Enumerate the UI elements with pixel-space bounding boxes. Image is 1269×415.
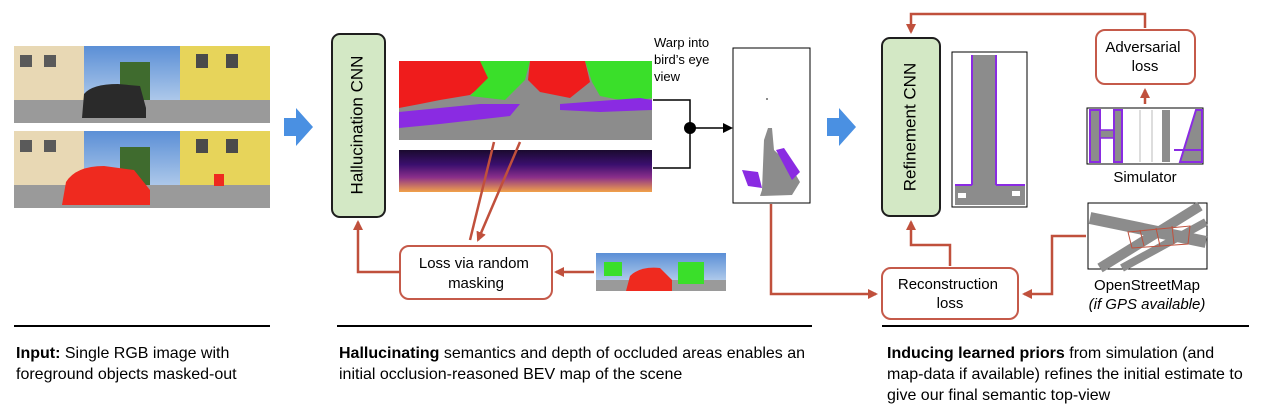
arrow-bev-to-loss — [468, 141, 496, 241]
arrow-osm-to-reconstruction — [1022, 234, 1086, 299]
openstreetmap-label: OpenStreetMap — [1094, 277, 1200, 294]
caption-hallucinating-bold: Hallucinating — [339, 345, 440, 362]
arrow-bev-to-reconstruction — [769, 204, 878, 299]
caption-priors-text: from simulation (and map-data if availab… — [887, 345, 1243, 404]
caption-input-bold: Input: — [16, 345, 61, 362]
adversarial-loss-box: Adversarial loss — [1095, 29, 1196, 85]
warp-connector — [653, 99, 733, 169]
caption-input: Input: Single RGB image with foreground … — [16, 343, 256, 385]
refined-bev-map — [951, 51, 1028, 208]
hallucination-cnn-block: Hallucination CNN — [331, 33, 386, 218]
reconstruction-loss-box: Reconstruction loss — [881, 267, 1019, 320]
arrow-masking-to-hallucination — [353, 220, 400, 274]
svg-text:Adversarial loss: Adversarial loss — [1105, 39, 1184, 75]
caption-input-text: Single RGB image with foreground objects… — [16, 345, 237, 383]
arrow-reconstruction-to-refinement — [906, 220, 952, 266]
warp-junction-dot — [684, 122, 696, 134]
warp-label: Warp into bird’s eye view — [654, 35, 713, 84]
initial-bev-map — [732, 47, 811, 204]
input-rgb-image — [14, 46, 270, 123]
depth-map-output — [399, 150, 652, 192]
hallucination-cnn-label: Hallucination CNN — [347, 56, 366, 195]
blue-arrow-2 — [827, 108, 856, 146]
caption-hallucinating-text: semantics and depth of occluded areas en… — [339, 345, 806, 383]
refinement-cnn-label: Refinement CNN — [900, 63, 919, 192]
arrow-semantics-to-loss — [476, 141, 522, 242]
random-masking-sample-image — [596, 253, 726, 291]
openstreetmap-sublabel: (if GPS available) — [1089, 296, 1206, 313]
openstreetmap-image — [1087, 201, 1208, 273]
arrow-adversarial-to-refinement — [906, 12, 1147, 34]
caption-priors-bold: Inducing learned priors — [887, 345, 1065, 362]
random-masking-loss-box: Loss via random masking — [399, 245, 553, 300]
caption-priors: Inducing learned priors from simulation … — [887, 343, 1253, 406]
svg-text:Reconstruction loss: Reconstruction loss — [898, 276, 1002, 312]
input-masked-image — [14, 131, 270, 208]
semantic-segmentation-output — [399, 61, 652, 140]
simulator-image — [1086, 107, 1204, 165]
svg-text:Loss via random masking: Loss via random masking — [419, 255, 533, 292]
refinement-cnn-block: Refinement CNN — [881, 37, 941, 217]
blue-arrow-1 — [284, 108, 313, 146]
simulator-label: Simulator — [1113, 169, 1176, 186]
caption-hallucinating: Hallucinating semantics and depth of occ… — [339, 343, 809, 385]
